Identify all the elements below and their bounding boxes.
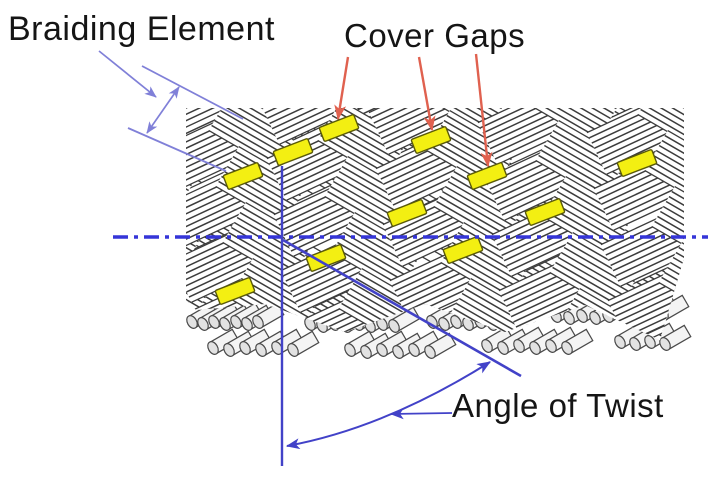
cover-gap-marker (466, 162, 508, 190)
cover-gap-marker (272, 138, 314, 166)
cover-gap-marker (386, 199, 428, 227)
dimension-line-lower (127, 127, 227, 172)
twist-direction-line (282, 238, 522, 378)
dimension-line-upper (141, 65, 244, 120)
dimension-double-arrow (146, 86, 180, 134)
angle-of-twist-label: Angle of Twist (452, 387, 664, 424)
cover-gap-marker (442, 236, 484, 264)
cover-gap-marker (214, 277, 256, 305)
cover-gap-arrow (334, 56, 350, 121)
cover-gap-marker (318, 114, 360, 142)
cover-gap-marker (524, 198, 566, 226)
cover-gap-arrow (474, 53, 493, 168)
angle-arc (285, 361, 491, 450)
cover-gaps-label: Cover Gaps (344, 17, 526, 54)
braiding-element-label: Braiding Element (8, 10, 275, 48)
cover-gap-marker (222, 162, 264, 190)
braiding-element-leader-arrow (98, 50, 157, 98)
angle-of-twist-leader-arrow (389, 408, 453, 420)
cover-gap-marker (616, 149, 658, 177)
annotation-lines (98, 50, 708, 466)
cover-gap-arrow (417, 56, 436, 132)
cover-gap-marker (410, 126, 452, 154)
